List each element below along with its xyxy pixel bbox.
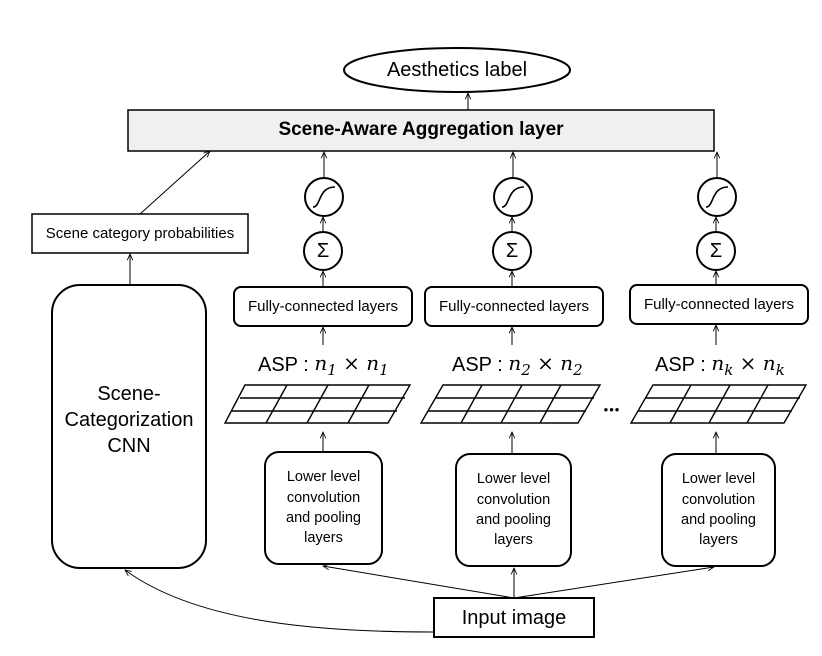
sigmoid-icon bbox=[501, 186, 525, 208]
scene-cnn-label: Scene- Categorization CNN bbox=[64, 383, 194, 457]
asp-prefix: ASP : bbox=[655, 354, 712, 376]
asp-formula: n1 × n1 bbox=[314, 351, 389, 379]
asp-prefix: ASP : bbox=[258, 354, 315, 376]
sum-icon: Σ bbox=[505, 240, 519, 262]
fc-layers-node bbox=[629, 284, 809, 325]
aesthetics-label: Aesthetics label bbox=[386, 59, 528, 81]
sum-icon: Σ bbox=[709, 240, 723, 262]
sigmoid-node bbox=[304, 177, 344, 217]
scene-cnn-node bbox=[51, 284, 207, 569]
lower-level-node bbox=[455, 453, 572, 567]
branch-1 bbox=[233, 177, 413, 565]
sigmoid-icon bbox=[705, 186, 729, 208]
branch-2 bbox=[424, 177, 604, 567]
scene-probabilities-label: Scene category probabilities bbox=[45, 224, 235, 242]
asp-prefix: ASP : bbox=[452, 354, 509, 376]
asp-label: ASP : nk × nk bbox=[655, 348, 815, 382]
sigmoid-node bbox=[697, 177, 737, 217]
sigmoid-node bbox=[493, 177, 533, 217]
asp-label: ASP : n2 × n2 bbox=[452, 348, 612, 382]
fc-layers-node bbox=[424, 286, 604, 327]
input-image-label: Input image bbox=[461, 606, 567, 629]
lower-level-label: Lower level convolution and pooling laye… bbox=[286, 469, 361, 547]
lower-level-label: Lower level convolution and pooling laye… bbox=[681, 471, 756, 549]
asp-grid-3 bbox=[629, 384, 808, 424]
aesthetics-label-node bbox=[343, 47, 571, 93]
fc-layers-label: Fully-connected layers bbox=[643, 295, 795, 313]
sum-icon: Σ bbox=[316, 240, 330, 262]
asp-formula: nk × nk bbox=[711, 351, 785, 379]
input-image-node bbox=[433, 597, 595, 638]
branch-3 bbox=[629, 177, 809, 567]
asp-formula: n2 × n2 bbox=[508, 351, 583, 379]
lower-level-label: Lower level convolution and pooling laye… bbox=[476, 471, 551, 549]
sigmoid-icon bbox=[312, 186, 336, 208]
aggregation-layer-label: Scene-Aware Aggregation layer bbox=[278, 119, 564, 141]
ellipsis-label: ••• bbox=[603, 402, 621, 418]
fc-layers-label: Fully-connected layers bbox=[247, 297, 399, 315]
connectors bbox=[125, 93, 717, 633]
fc-layers-label: Fully-connected layers bbox=[438, 297, 590, 315]
asp-grid-1 bbox=[223, 384, 412, 424]
aggregation-layer-node bbox=[127, 109, 715, 152]
asp-grid-2 bbox=[419, 384, 602, 424]
asp-label: ASP : n1 × n1 bbox=[258, 348, 418, 382]
lower-level-node bbox=[661, 453, 776, 567]
